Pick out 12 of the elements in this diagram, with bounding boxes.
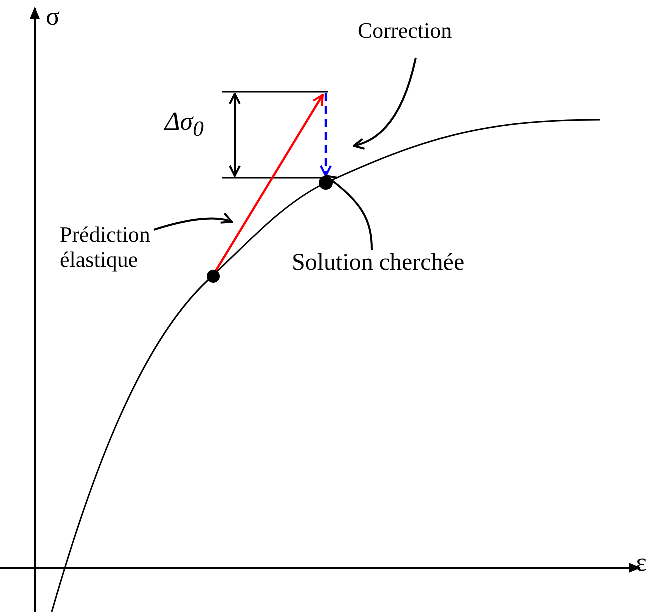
point-marker	[319, 176, 333, 190]
callout-text: Solution cherchée	[292, 250, 465, 278]
leader-line	[154, 213, 233, 231]
arrow	[215, 94, 324, 272]
point-marker	[207, 270, 220, 283]
callout-text: Correction	[358, 18, 452, 44]
leader-line	[353, 58, 417, 150]
leader-line	[325, 175, 373, 250]
callout-text: Prédiction élastique	[60, 222, 165, 273]
dimension-label: Δσ$_{0}$	[165, 107, 204, 142]
arrow	[320, 93, 332, 177]
axis-label: σ	[46, 2, 60, 32]
